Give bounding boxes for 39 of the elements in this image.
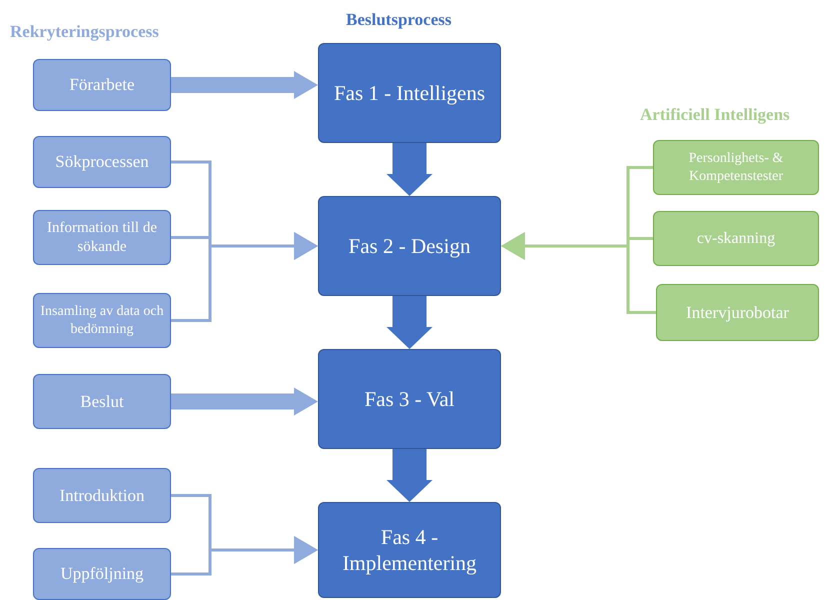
block-arrow (386, 296, 432, 349)
recruitment-step-box (33, 59, 171, 111)
block-arrow (171, 388, 318, 416)
block-arrow (171, 71, 318, 99)
phase-box (318, 349, 501, 449)
recruitment-step-box (33, 136, 171, 188)
column-heading: Rekryteringsprocess (10, 22, 159, 42)
bracket-arrow (171, 232, 318, 322)
box-label: Information till de sökande (46, 218, 158, 256)
box-label: Fas 2 - Design (348, 232, 470, 260)
box-label: cv-skanning (696, 228, 776, 248)
recruitment-step-box (33, 210, 171, 265)
box-label: Fas 3 - Val (364, 386, 455, 412)
box-label: Uppföljning (60, 563, 144, 585)
recruitment-step-box (33, 548, 171, 600)
ai-tool-box (653, 211, 819, 266)
recruitment-step-box (33, 468, 171, 523)
ai-tool-box (656, 284, 819, 341)
box-label: Introduktion (60, 484, 144, 506)
recruitment-step-box (33, 374, 171, 429)
box-label: Förarbete (69, 74, 135, 96)
box-label: Fas 4 - Implementering (341, 524, 478, 576)
box-label: Fas 1 - Intelligens (334, 80, 486, 106)
bracket-arrow (501, 232, 656, 314)
box-label: Beslut (80, 390, 124, 412)
phase-box (318, 43, 501, 143)
block-arrow (386, 449, 432, 502)
box-label: Personlighets- & Kompetenstester (688, 150, 784, 185)
box-label: Intervjurobotar (686, 302, 789, 324)
phase-box (318, 502, 501, 598)
bracket-arrow (171, 536, 318, 576)
box-label: Sökprocessen (55, 151, 149, 173)
block-arrow (386, 143, 432, 196)
ai-tool-box (653, 140, 819, 195)
column-heading: Artificiell Intelligens (640, 105, 790, 125)
phase-box (318, 196, 501, 296)
box-label: Insamling av data och bedömning (39, 303, 165, 338)
column-heading: Beslutsprocess (346, 10, 452, 30)
recruitment-step-box (33, 293, 171, 348)
